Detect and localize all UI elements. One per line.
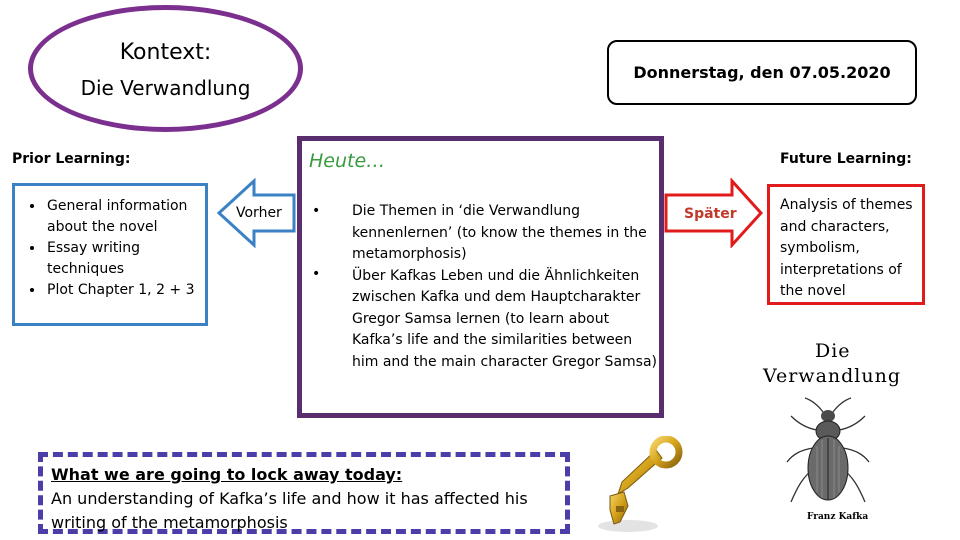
arrow-left-icon <box>216 178 296 248</box>
bullet-icon: • <box>312 266 321 282</box>
arrow-right-icon <box>664 178 764 248</box>
prior-learning-title: Prior Learning: <box>12 151 131 167</box>
future-learning-text: Analysis of themes and characters, symbo… <box>780 197 913 299</box>
lock-away-box: What we are going to lock away today: An… <box>38 452 570 534</box>
today-title: Heute… <box>309 150 386 172</box>
future-learning-title: Future Learning: <box>780 151 912 167</box>
prior-item: Plot Chapter 1, 2 + 3 <box>45 280 205 301</box>
key-icon <box>580 436 695 534</box>
today-list: Die Themen in ‘die Verwandlung kennenler… <box>352 201 657 373</box>
arrow-right-label: Später <box>684 206 737 222</box>
date-text: Donnerstag, den 07.05.2020 <box>633 63 891 82</box>
context-heading: Kontext: <box>119 40 212 65</box>
prior-item: Essay writing techniques <box>45 238 205 280</box>
lock-away-text: An understanding of Kafka’s life and how… <box>51 489 528 532</box>
book-title-line2: Verwandlung <box>763 365 902 387</box>
today-box: Heute… • • Die Themen in ‘die Verwandlun… <box>297 136 664 418</box>
prior-learning-box: General information about the novel Essa… <box>12 183 208 326</box>
context-oval: Kontext: Die Verwandlung <box>28 5 303 132</box>
future-learning-box: Analysis of themes and characters, symbo… <box>767 184 925 305</box>
today-item: Über Kafkas Leben und die Ähnlichkeiten … <box>352 267 657 370</box>
bullet-icon: • <box>312 203 321 219</box>
context-subtitle: Die Verwandlung <box>80 76 251 100</box>
today-item: Die Themen in ‘die Verwandlung kennenler… <box>352 203 647 262</box>
today-bullets: • • <box>312 201 320 285</box>
beetle-icon <box>786 397 870 503</box>
lock-away-title: What we are going to lock away today: <box>51 465 403 484</box>
prior-item: General information about the novel <box>45 196 205 238</box>
prior-learning-list: General information about the novel Essa… <box>15 196 205 301</box>
arrow-left-label: Vorher <box>236 205 282 221</box>
book-title-line1: Die <box>815 340 851 362</box>
book-author: Franz Kafka <box>807 512 869 522</box>
date-box: Donnerstag, den 07.05.2020 <box>607 40 917 105</box>
